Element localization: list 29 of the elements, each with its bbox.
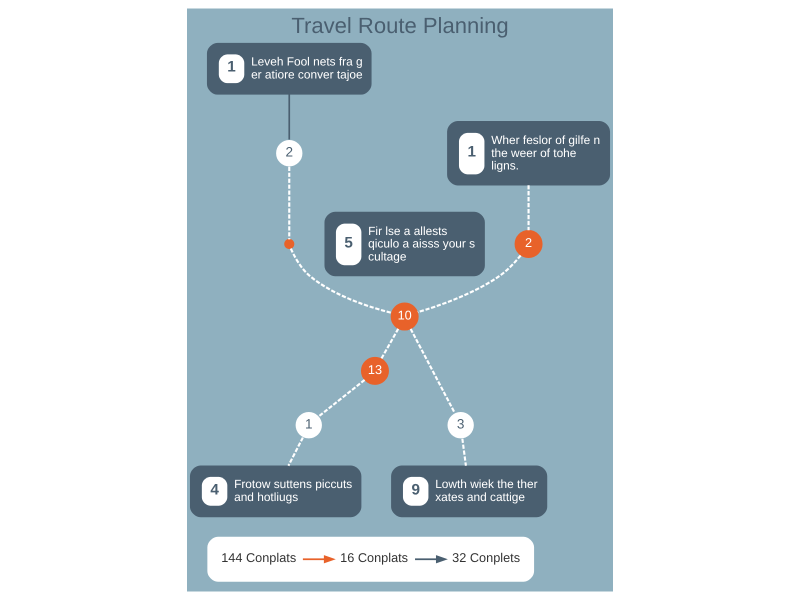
- arrow: [415, 555, 448, 564]
- node-circle: 3: [446, 411, 475, 440]
- node-text: 144 Conplats: [221, 550, 296, 566]
- connector: [418, 254, 522, 314]
- node-circle: [284, 238, 294, 250]
- cluster: [207, 536, 534, 582]
- connector: [318, 379, 366, 417]
- node-box: 9 Lowth wiek the ther xates and cattige: [391, 465, 548, 518]
- arrow: [302, 555, 336, 564]
- node-circle: 2: [275, 139, 304, 168]
- connector: [288, 166, 290, 240]
- connector: [410, 328, 456, 414]
- connector: [287, 437, 304, 466]
- connector: [288, 94, 290, 140]
- node-circle: 13: [360, 356, 389, 385]
- node-box: 1 Wher feslor of gilfe n the weer of tohe ligns.: [447, 120, 610, 186]
- node-box: 5 Fir lse a allests qiculo a aisss your s cultage: [324, 212, 485, 276]
- node-box: 4 Frotow suttens piccuts and hotliugs: [190, 465, 362, 518]
- connector: [528, 185, 530, 230]
- node-text: 16 Conplats: [340, 550, 408, 566]
- connector: [380, 328, 400, 360]
- node-circle: 1: [294, 411, 323, 440]
- connector: [290, 248, 392, 314]
- diagram-title: Travel Route Planning: [291, 12, 509, 38]
- node-text: 32 Conplets: [452, 550, 520, 566]
- node-circle: 10: [390, 302, 419, 331]
- connector: [461, 438, 467, 466]
- node-box: 1 Leveh Fool nets fra g er atiore conver tajoe: [206, 42, 372, 95]
- node-circle: 2: [514, 230, 543, 258]
